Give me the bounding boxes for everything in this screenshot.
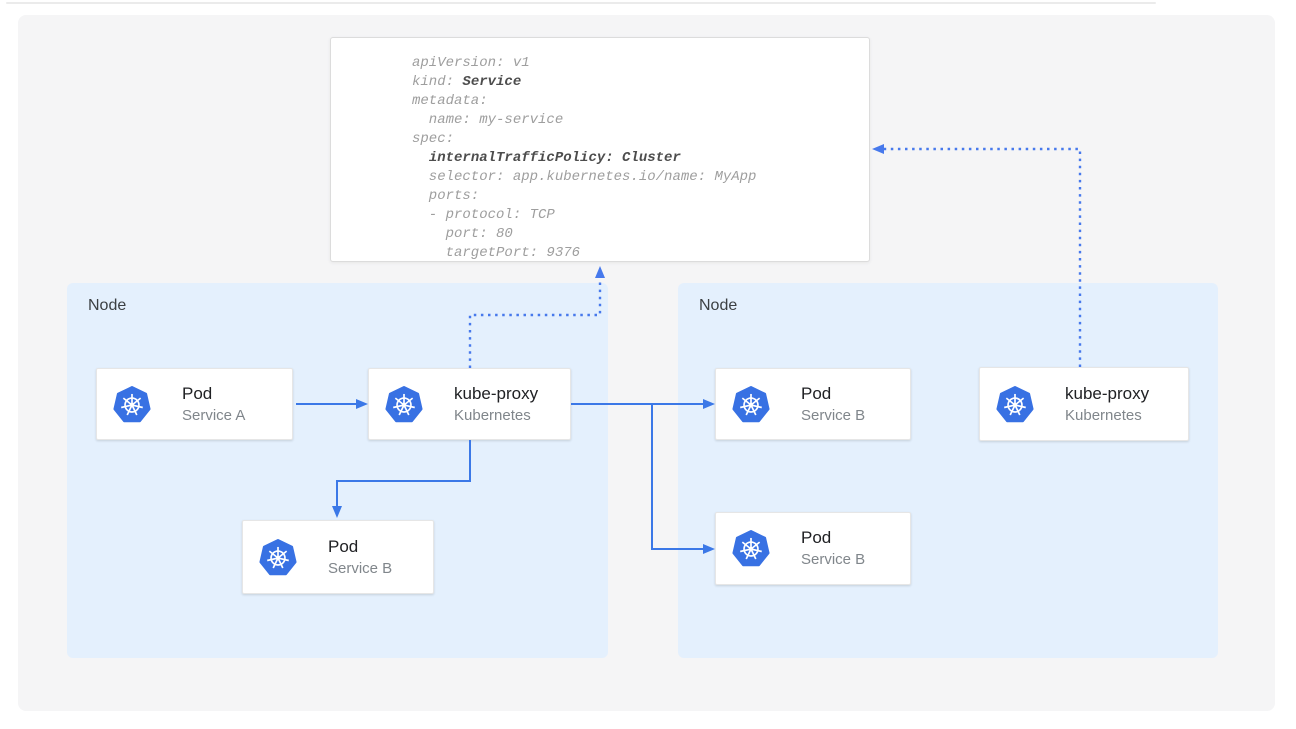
card-subtitle: Service B [801,551,865,569]
pod-service-b-left-card: Pod Service B [242,520,434,594]
card-subtitle: Service B [801,407,865,425]
page-top-divider [6,2,1156,4]
kube-proxy-left-card: kube-proxy Kubernetes [368,368,571,440]
card-title: kube-proxy [454,384,538,404]
kubernetes-icon [113,385,151,424]
card-title: Pod [328,537,392,557]
pod-service-b-right-top-card: Pod Service B [715,368,911,440]
card-title: Pod [801,384,865,404]
yaml-line: name: my-service [412,111,869,130]
pod-service-a-card: Pod Service A [96,368,293,440]
kubernetes-icon [732,529,770,568]
kubernetes-icon [996,385,1034,424]
node-label: Node [699,297,737,315]
card-title: Pod [182,384,245,404]
kubernetes-icon [732,385,770,424]
card-title: kube-proxy [1065,384,1149,404]
node-box-left: Node [67,283,608,658]
yaml-line: - protocol: TCP [412,206,869,225]
card-subtitle: Service B [328,560,392,578]
kubernetes-icon [259,538,297,577]
card-subtitle: Kubernetes [454,407,538,425]
node-label: Node [88,297,126,315]
yaml-line: ports: [412,187,869,206]
card-subtitle: Service A [182,407,245,425]
card-subtitle: Kubernetes [1065,407,1149,425]
yaml-line: spec: [412,130,869,149]
yaml-line: apiVersion: v1 [412,54,869,73]
yaml-line: metadata: [412,92,869,111]
yaml-line: kind: Service [412,73,869,92]
yaml-line: port: 80 [412,225,869,244]
kubernetes-icon [385,385,423,424]
node-box-right: Node [678,283,1218,658]
yaml-line-internal-traffic-policy: internalTrafficPolicy: Cluster [412,149,869,168]
card-title: Pod [801,528,865,548]
kube-proxy-right-card: kube-proxy Kubernetes [979,367,1189,441]
yaml-line: targetPort: 9376 [412,244,869,263]
yaml-line: selector: app.kubernetes.io/name: MyApp [412,168,869,187]
pod-service-b-right-bottom-card: Pod Service B [715,512,911,585]
service-yaml-card: apiVersion: v1 kind: Service metadata: n… [330,37,870,262]
